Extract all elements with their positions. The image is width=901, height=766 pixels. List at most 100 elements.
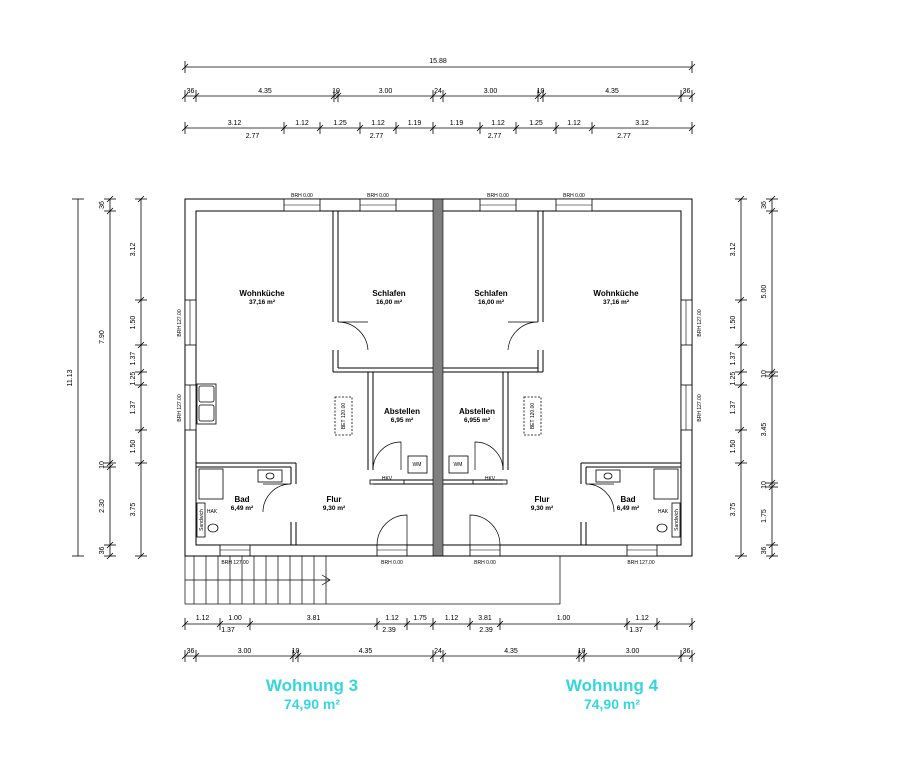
dimension-label: 3.45: [761, 423, 768, 437]
dimension-label: 4.35: [258, 88, 272, 95]
dimension-label: 2.39: [382, 627, 396, 634]
room-area: 6,49 m²: [617, 505, 640, 512]
dimension-label: 1.19: [408, 120, 422, 127]
dimension-label: 1.50: [730, 316, 737, 330]
brh-label: BRH 0.00: [367, 193, 389, 199]
dimension-label: 1.37: [629, 627, 643, 634]
brh-label: BRH 127.00: [177, 394, 183, 421]
dimension-label: 2.77: [488, 133, 502, 140]
room-bad-right: Bad: [620, 495, 635, 504]
dimension-label: 24: [434, 88, 442, 95]
dimension-label: 36: [99, 547, 106, 555]
wm-label: WM: [454, 462, 463, 468]
dimension-label: 1.37: [130, 352, 137, 366]
dimension-label: 10: [292, 648, 300, 655]
dimension-label: 36: [761, 547, 768, 555]
dimension-label: 1.00: [228, 615, 242, 622]
apartment-area: 74,90 m²: [583, 696, 641, 712]
apartment-name: Wohnung 4: [565, 676, 659, 695]
dimension-label: 1.25: [529, 120, 543, 127]
room-flur-right: Flur: [534, 495, 549, 504]
dimension-label: 1.00: [557, 615, 571, 622]
dimension-label: 3.00: [626, 648, 640, 655]
hak-label: HAK: [207, 509, 218, 515]
room-abstellen-right: Abstellen: [459, 407, 495, 416]
brh-label: BRH 127.00: [221, 560, 248, 566]
dimension-label: 1.50: [130, 316, 137, 330]
hak-label: HAK: [658, 509, 669, 515]
dimension-label: 3.12: [130, 243, 137, 257]
sandwich-label: Sandwich: [199, 509, 205, 531]
dimension-label: 1.12: [445, 615, 459, 622]
dimension-label: 1.12: [567, 120, 581, 127]
dimension-label: 2.39: [479, 627, 493, 634]
dimension-label: 24: [434, 648, 442, 655]
dimension-label: 10: [99, 461, 106, 469]
brh-label: BRH 0.00: [563, 193, 585, 199]
brh-label: BRH 127.00: [177, 309, 183, 336]
dimension-label: 1.12: [491, 120, 505, 127]
dimension-label: 2.77: [370, 133, 384, 140]
room-area: 9,30 m²: [531, 505, 554, 512]
room-schlafen-right: Schlafen: [474, 289, 507, 298]
dimension-label: 36: [683, 648, 691, 655]
room-schlafen-left: Schlafen: [372, 289, 405, 298]
hkv-label: HKV: [382, 476, 393, 482]
dimension-label: 1.37: [730, 401, 737, 415]
dimension-label: 10: [761, 481, 768, 489]
dimension-label: 1.50: [730, 440, 737, 454]
dimension-label: 5.00: [761, 285, 768, 299]
dimension-label: 10: [537, 88, 545, 95]
dimension-label: 3.81: [307, 615, 321, 622]
dimension-label: 1.37: [221, 627, 235, 634]
bet-label: BET 120.00: [341, 403, 347, 430]
dimension-label: 1.12: [196, 615, 210, 622]
dimension-label: 36: [761, 201, 768, 209]
dimension-label: 10: [761, 370, 768, 378]
total-depth-label: 11.13: [67, 369, 74, 386]
dimension-label: 36: [187, 648, 195, 655]
dimension-label: 1.50: [130, 440, 137, 454]
dimension-label: 3.75: [730, 503, 737, 517]
dimension-label: 3.75: [130, 503, 137, 517]
room-bad-left: Bad: [234, 495, 249, 504]
brh-label: BRH 0.00: [381, 560, 403, 566]
brh-label: BRH 0.00: [474, 560, 496, 566]
dimension-label: 1.25: [130, 372, 137, 386]
brh-label: BRH 127.00: [697, 309, 703, 336]
dimension-label: 4.35: [359, 648, 373, 655]
dimension-label: 1.12: [295, 120, 309, 127]
brh-label: BRH 0.00: [487, 193, 509, 199]
dimension-label: 1.75: [413, 615, 427, 622]
overall-width-label: 15.88: [429, 58, 447, 65]
room-area: 37,16 m²: [603, 299, 630, 306]
room-area: 6,95 m²: [391, 417, 414, 424]
dimension-label: 7.90: [99, 330, 106, 344]
dimension-label: 36: [683, 88, 691, 95]
room-abstellen-left: Abstellen: [384, 407, 420, 416]
room-area: 16,00 m²: [478, 299, 505, 306]
dimension-label: 2.77: [246, 133, 260, 140]
dimension-label: 1.12: [371, 120, 385, 127]
dimension-label: 3.00: [379, 88, 393, 95]
dimension-label: 36: [99, 201, 106, 209]
dimension-label: 2.30: [99, 499, 106, 513]
dimension-label: 1.37: [130, 401, 137, 415]
room-wohnkueche-left: Wohnküche: [239, 289, 285, 298]
dimension-label: 3.12: [730, 243, 737, 257]
dimension-label: 10: [332, 88, 340, 95]
dimension-label: 1.12: [635, 615, 649, 622]
dimension-label: 3.12: [635, 120, 649, 127]
dimension-label: 4.35: [605, 88, 619, 95]
brh-label: BRH 127.00: [697, 394, 703, 421]
hkv-label: HKV: [485, 476, 496, 482]
party-wall: [432, 198, 444, 557]
dimension-label: 10: [578, 648, 586, 655]
dimension-label: 1.37: [730, 352, 737, 366]
apartment-4-title: Wohnung 4 74,90 m²: [512, 676, 712, 712]
brh-label: BRH 0.00: [291, 193, 313, 199]
dimension-label: 3.12: [228, 120, 242, 127]
room-wohnkueche-right: Wohnküche: [593, 289, 639, 298]
room-area: 9,30 m²: [323, 505, 346, 512]
wm-label: WM: [413, 462, 422, 468]
